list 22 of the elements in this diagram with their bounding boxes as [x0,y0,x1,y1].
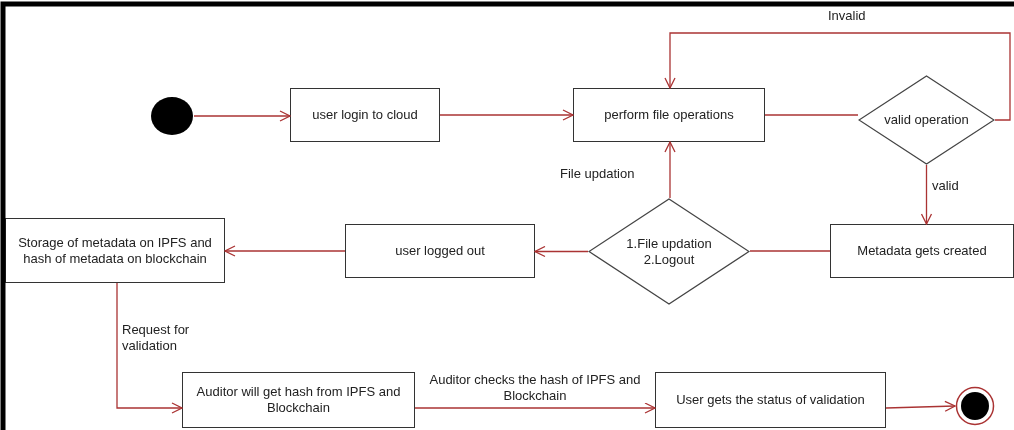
activity-box: user login to cloud [290,88,440,142]
arrow [224,245,346,257]
activity-box: perform file operations [573,88,765,142]
edge-label: File updation [560,166,635,182]
activity-box: Metadata gets created [830,224,1014,278]
arrow [193,110,291,122]
arrow [885,400,956,412]
activity-box: User gets the status of validation [655,372,886,428]
arrow [439,109,574,121]
start-node [150,96,194,136]
decision-diamond: 1.File updation 2.Logout [588,198,750,305]
arrow [664,141,676,199]
activity-box: Auditor will get hash from IPFS and Blockchain [182,372,415,428]
arrow [920,164,933,225]
arrow [664,32,1011,121]
arrow [414,402,656,414]
arrow [116,282,183,414]
activity-box: user logged out [345,224,535,278]
activity-box: Storage of metadata on IPFS and hash of metadata on blockchain [5,218,225,283]
end-node [955,386,995,426]
decision-diamond: valid operation [858,75,995,165]
arrow [534,245,589,258]
